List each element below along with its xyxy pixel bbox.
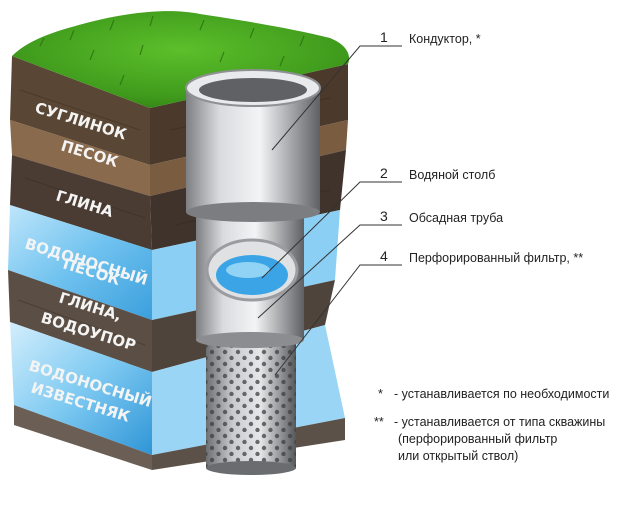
layer-loam-face <box>10 56 150 165</box>
callout-number-4: 4 <box>380 248 388 264</box>
notes: * - устанавливается по необходимости ** … <box>374 387 609 463</box>
callout-label-4: Перфорированный фильтр, ** <box>409 251 583 265</box>
layer-clay-face <box>10 155 152 250</box>
callouts: 1 Кондуктор, * 2 Водяной столб 3 Обсадна… <box>380 29 583 265</box>
note-text-2c: или открытый ствол) <box>398 449 518 463</box>
callout-label-1: Кондуктор, * <box>409 32 481 46</box>
callout-number-2: 2 <box>380 165 388 181</box>
layer-aquifer-sand-face <box>8 205 152 320</box>
note-text-2a: - устанавливается от типа скважины <box>394 415 605 429</box>
leader-lines <box>257 45 402 376</box>
callout-number-1: 1 <box>380 29 388 45</box>
perforated-filter <box>206 340 296 475</box>
callout-label-2: Водяной столб <box>409 168 495 182</box>
grass-top <box>12 11 350 108</box>
casing-pipe <box>196 210 304 348</box>
layer-sand-face <box>10 120 150 196</box>
note-text-1: - устанавливается по необходимости <box>394 387 609 401</box>
well-pipes <box>185 69 321 475</box>
layer-aquifer-limestone-face <box>10 322 152 455</box>
callout-number-3: 3 <box>380 208 388 224</box>
conductor-pipe <box>185 69 321 222</box>
note-text-2b: (перфорированный фильтр <box>398 432 557 446</box>
note-marker-1: * <box>378 387 383 401</box>
note-marker-2: ** <box>374 415 384 429</box>
layer-clay-aquitard-face <box>8 270 152 372</box>
layer-bedrock-face <box>14 405 152 470</box>
callout-label-3: Обсадная труба <box>409 211 503 225</box>
